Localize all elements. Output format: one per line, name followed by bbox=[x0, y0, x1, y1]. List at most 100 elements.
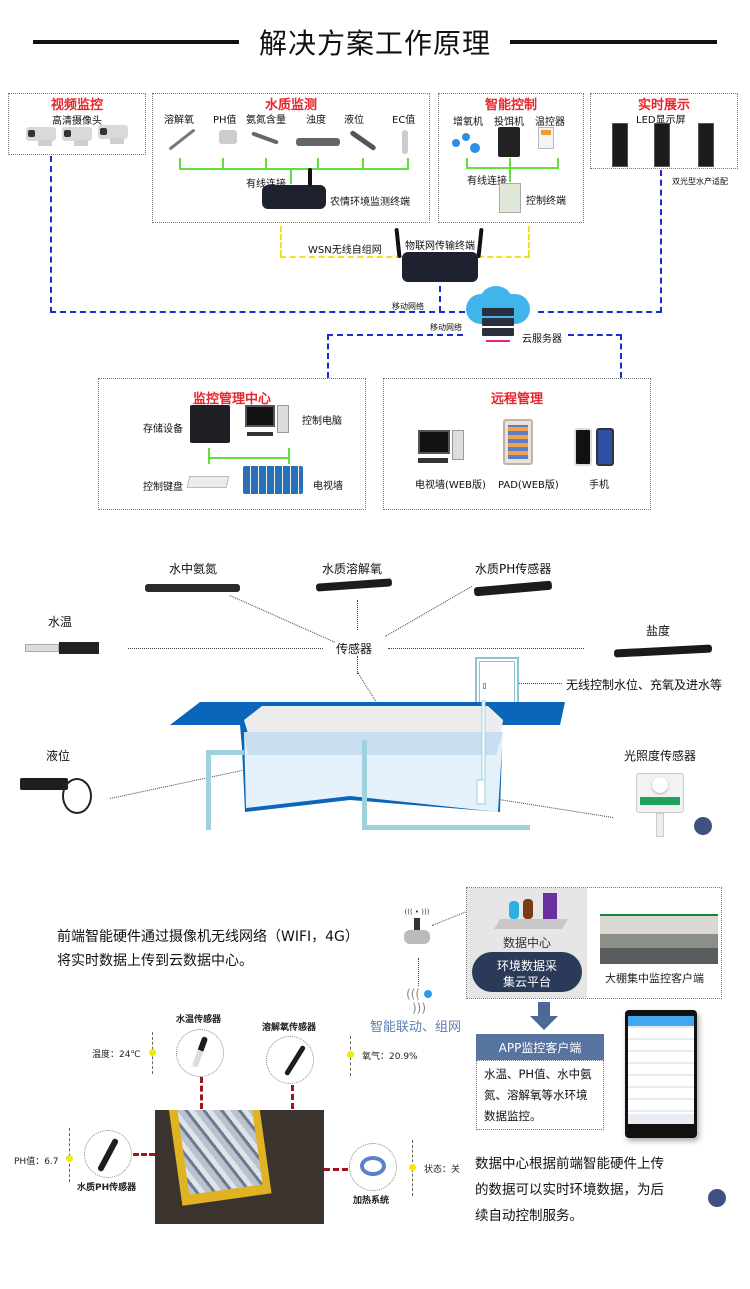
mobile-network-label: 移动网络 bbox=[430, 323, 462, 332]
heater-link bbox=[324, 1168, 348, 1171]
fish-crate-photo bbox=[155, 1110, 324, 1224]
wired-drop-line bbox=[362, 158, 364, 168]
reading-dot bbox=[409, 1164, 416, 1171]
video-network-line bbox=[50, 156, 52, 313]
wired-drop-line bbox=[179, 158, 181, 168]
intro-text-line1: 前端智能硬件通过摄像机无线网络（WIFI，4G） bbox=[57, 929, 359, 945]
title-rule-right bbox=[510, 40, 717, 44]
reading-dot bbox=[347, 1051, 354, 1058]
antenna-icon bbox=[308, 168, 312, 186]
storage-rack-icon bbox=[190, 405, 230, 443]
tablet-icon bbox=[503, 419, 533, 465]
control-keyboard-label: 控制键盘 bbox=[143, 482, 183, 493]
ec-probe-icon bbox=[402, 130, 408, 154]
app-desc-line1: 水温、PH值、水中氨 bbox=[484, 1067, 592, 1081]
decorative-dot bbox=[694, 817, 712, 835]
mobile-network-line-left bbox=[50, 311, 465, 313]
app-screenshot-phone bbox=[625, 1010, 697, 1138]
level-probe-rod bbox=[481, 700, 486, 781]
monitor-center-title: 监控管理中心 bbox=[192, 392, 271, 407]
temp-value: 温度：24℃ bbox=[92, 1050, 141, 1060]
cloud-server-label: 云服务器 bbox=[522, 334, 562, 345]
video-monitor-box bbox=[8, 93, 146, 155]
control-pc-label: 控制电脑 bbox=[302, 416, 342, 427]
iot-terminal-label: 物联网传输终端 bbox=[405, 241, 475, 252]
connector-line bbox=[385, 586, 473, 637]
wired-connection-label: 有线连接 bbox=[467, 176, 507, 187]
sensor-label: 溶解氧 bbox=[164, 115, 194, 126]
water-quality-box bbox=[152, 93, 430, 223]
realtime-display-box bbox=[590, 93, 738, 169]
wired-drop-line bbox=[466, 158, 468, 168]
iot-transmission-terminal-icon bbox=[402, 252, 478, 282]
outlet-pipe bbox=[362, 740, 367, 830]
wired-bus-line bbox=[179, 168, 409, 170]
cloud-to-remote-drop bbox=[620, 334, 622, 378]
wired-drop-line bbox=[407, 158, 409, 168]
smart-control-title: 智能控制 bbox=[484, 98, 537, 113]
wsn-line-right bbox=[528, 226, 530, 256]
led-panel-icon bbox=[654, 123, 670, 167]
remote-item-label: 电视墙(WEB版) bbox=[415, 480, 486, 491]
inlet-pipe-top bbox=[206, 750, 244, 755]
mobile-network-label: 移动网络 bbox=[392, 302, 424, 311]
water-quality-title: 水质监测 bbox=[264, 98, 317, 113]
title-rule-left bbox=[33, 40, 239, 44]
summary-line1: 数据中心根据前端智能硬件上传 bbox=[475, 1156, 664, 1172]
page-title: 解决方案工作原理 bbox=[258, 27, 491, 60]
inlet-pipe bbox=[206, 752, 211, 830]
connector-line bbox=[388, 648, 584, 649]
connector-line bbox=[506, 683, 562, 684]
temp-sensor-label: 水温传感器 bbox=[176, 1015, 222, 1025]
smart-linkage-label: 智能联动、组网 bbox=[370, 1020, 462, 1035]
sensor-label: EC值 bbox=[392, 115, 416, 126]
cloud-platform-line1: 环境数据采 bbox=[496, 959, 557, 973]
do-value: 氧气：20.9% bbox=[362, 1052, 418, 1062]
wired-drop-line bbox=[509, 158, 511, 182]
aerator-icon bbox=[452, 133, 482, 153]
temp-sensor-circle bbox=[176, 1029, 224, 1077]
feeder-icon bbox=[498, 127, 520, 157]
app-client-header: APP监控客户端 bbox=[476, 1034, 604, 1060]
led-screen-label: LED显示屏 bbox=[636, 115, 686, 126]
heater-coil-icon bbox=[360, 1156, 386, 1176]
ph-sensor-link bbox=[133, 1153, 155, 1156]
app-desc-line2: 氮、溶解氧等水环境 bbox=[484, 1088, 588, 1102]
level-probe-body bbox=[476, 779, 486, 805]
sensor-label: 液位 bbox=[344, 115, 364, 126]
remote-item-label: PAD(WEB版) bbox=[498, 480, 559, 491]
heater-status: 状态：关 bbox=[424, 1165, 461, 1175]
cell-tower-icon: ((( • ))) bbox=[402, 908, 432, 948]
cloud-server-icon bbox=[466, 286, 530, 346]
connector-line bbox=[357, 600, 358, 630]
monitor-link-drop bbox=[208, 448, 210, 464]
light-sensor-icon bbox=[636, 773, 684, 837]
ph-sensor-label: 水质PH传感器 bbox=[77, 1183, 137, 1193]
sensor-label: 氨氮含量 bbox=[246, 115, 286, 126]
do-sensor-circle bbox=[266, 1036, 314, 1084]
video-monitor-title: 视频监控 bbox=[50, 98, 103, 113]
dissolved-oxygen-sensor-label: 水质溶解氧 bbox=[322, 562, 383, 576]
antenna-icon bbox=[476, 227, 484, 259]
env-monitor-terminal-label: 农情环境监测终端 bbox=[330, 197, 410, 208]
phone-icon bbox=[574, 428, 618, 468]
temp-sensor-link bbox=[200, 1077, 203, 1109]
realtime-display-title: 实时展示 bbox=[637, 98, 690, 113]
aquaculture-note: 双光型水产适配 bbox=[672, 177, 728, 186]
ph-sensor-circle bbox=[84, 1130, 132, 1178]
camera-icon bbox=[62, 127, 92, 146]
camera-icon bbox=[98, 125, 128, 144]
intro-text-line2: 将实时数据上传到云数据中心。 bbox=[57, 953, 253, 969]
pond-water-surface bbox=[244, 732, 503, 755]
hd-camera-label: 高清摄像头 bbox=[52, 116, 102, 127]
antenna-icon bbox=[394, 227, 402, 259]
storage-label: 存储设备 bbox=[143, 424, 183, 435]
data-center-label: 数据中心 bbox=[503, 936, 552, 950]
led-panel-icon bbox=[612, 123, 628, 167]
cloud-to-monitor-line bbox=[327, 334, 463, 336]
thermostat-icon bbox=[538, 127, 554, 149]
monitor-link-drop bbox=[288, 448, 290, 464]
display-network-line bbox=[660, 170, 662, 313]
pond-rim-left bbox=[170, 702, 245, 725]
sensor-label: 浊度 bbox=[306, 115, 326, 126]
